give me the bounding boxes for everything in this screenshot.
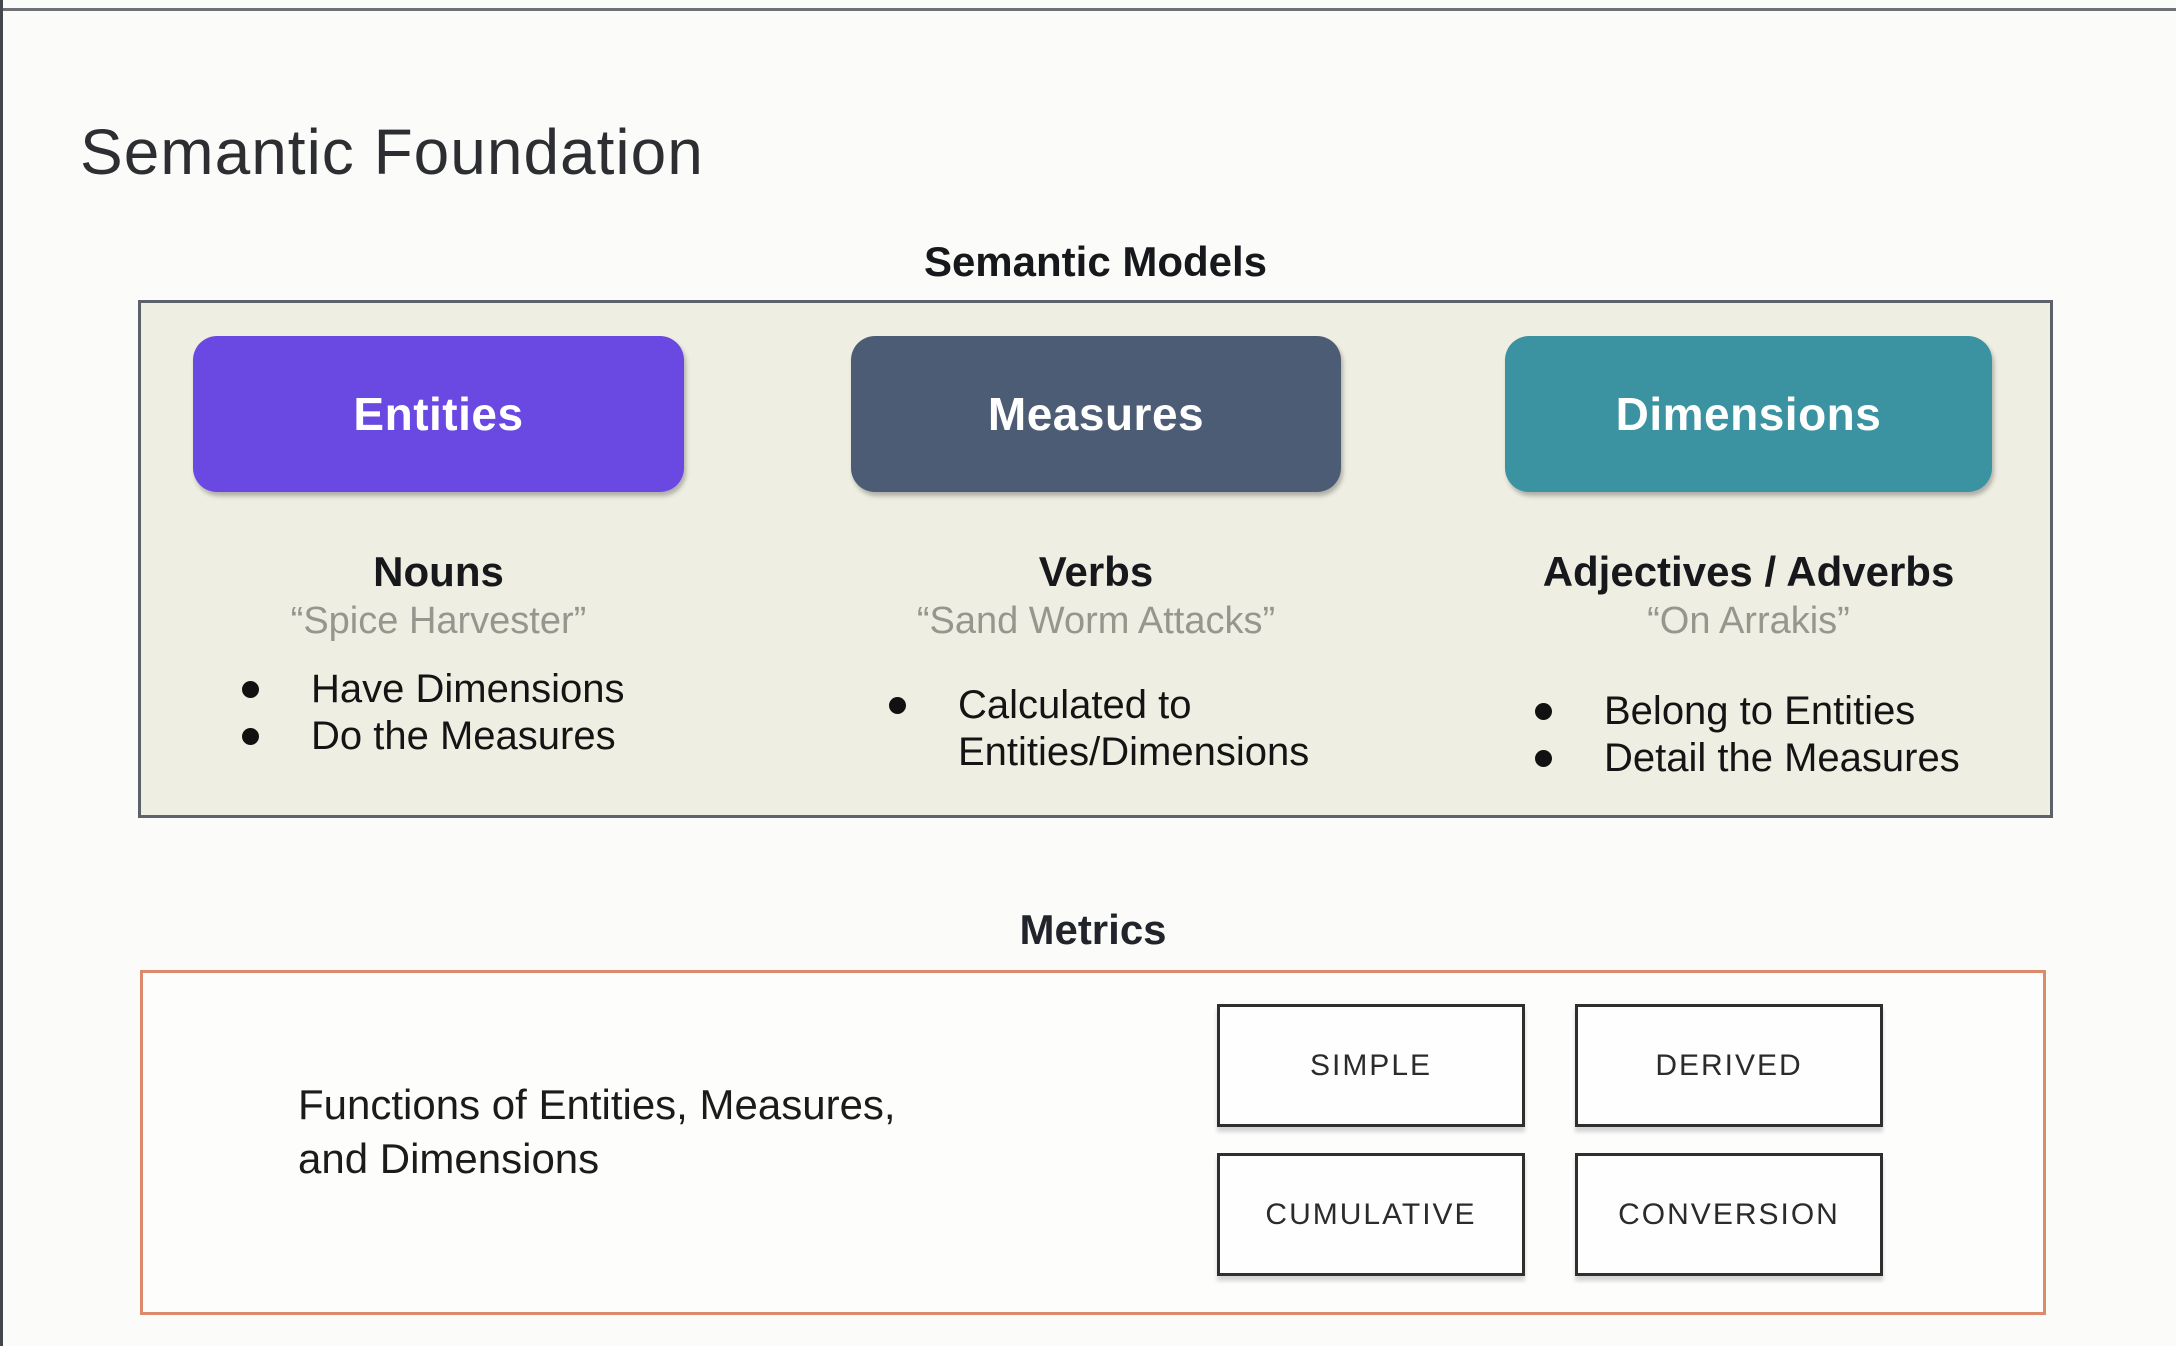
bullet-text: Have Dimensions — [311, 667, 625, 711]
measures-bullet-list: Calculated to Entities/Dimensions — [889, 682, 1358, 776]
slide-top-border — [0, 8, 2176, 11]
dimensions-bullet-list: Belong to Entities Detail the Measures — [1535, 688, 1960, 782]
entities-role-heading: Nouns — [373, 548, 504, 595]
bullet-dot-icon — [889, 697, 906, 714]
dimensions-role-heading: Adjectives / Adverbs — [1542, 548, 1955, 595]
dimensions-example-quote: “On Arrakis” — [1647, 600, 1850, 642]
list-item: Belong to Entities — [1535, 688, 1960, 735]
entities-bullet-list: Have Dimensions Do the Measures — [242, 666, 624, 760]
page-title: Semantic Foundation — [80, 115, 704, 188]
measures-pill: Measures — [851, 336, 1341, 492]
metric-type-box-conversion: CONVERSION — [1575, 1153, 1883, 1276]
bullet-dot-icon — [242, 681, 259, 698]
metric-type-box-derived: DERIVED — [1575, 1004, 1883, 1127]
list-item: Detail the Measures — [1535, 735, 1960, 782]
dimensions-pill: Dimensions — [1505, 336, 1992, 492]
entities-pill: Entities — [193, 336, 684, 492]
metrics-description-line1: Functions of Entities, Measures, — [298, 1081, 896, 1128]
metrics-heading: Metrics — [1019, 906, 1167, 953]
semantic-models-heading: Semantic Models — [923, 238, 1268, 285]
list-item: Calculated to Entities/Dimensions — [889, 682, 1358, 776]
metrics-description-line2: and Dimensions — [298, 1135, 600, 1182]
list-item: Do the Measures — [242, 713, 624, 760]
entities-example-quote: “Spice Harvester” — [290, 600, 587, 642]
metric-type-box-cumulative: CUMULATIVE — [1217, 1153, 1525, 1276]
bullet-text: Belong to Entities — [1604, 689, 1916, 733]
metric-type-box-simple: SIMPLE — [1217, 1004, 1525, 1127]
bullet-dot-icon — [1535, 703, 1552, 720]
metrics-description: Functions of Entities, Measures, and Dim… — [298, 1078, 896, 1186]
list-item: Have Dimensions — [242, 666, 624, 713]
bullet-dot-icon — [1535, 750, 1552, 767]
measures-role-heading: Verbs — [1038, 548, 1154, 595]
bullet-text: Calculated to Entities/Dimensions — [958, 683, 1310, 774]
slide-left-border — [0, 0, 3, 1346]
bullet-text: Detail the Measures — [1604, 736, 1960, 780]
measures-example-quote: “Sand Worm Attacks” — [916, 600, 1276, 642]
bullet-dot-icon — [242, 728, 259, 745]
bullet-text: Do the Measures — [311, 714, 616, 758]
